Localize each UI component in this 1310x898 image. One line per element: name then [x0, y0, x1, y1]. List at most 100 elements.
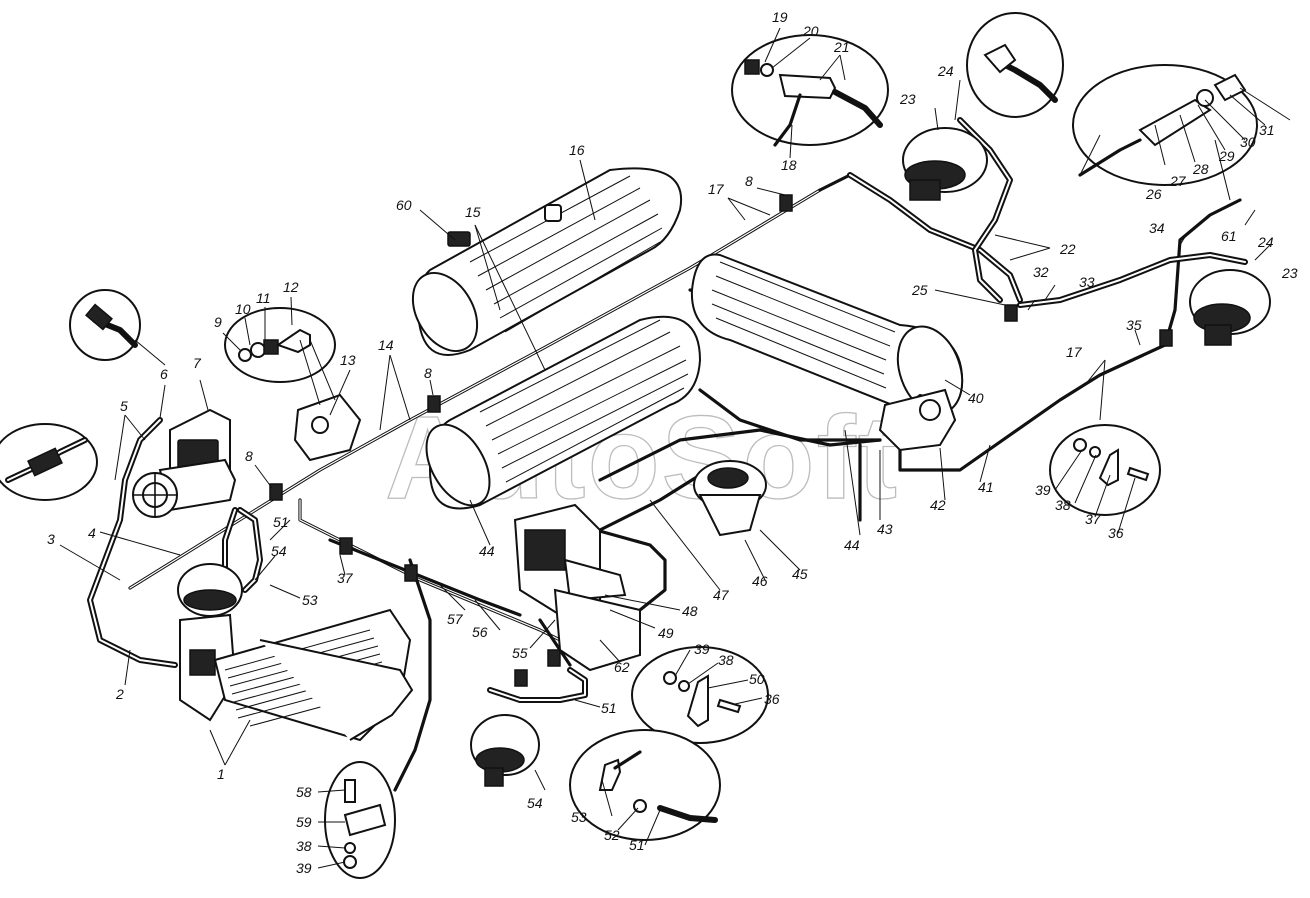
callout-17-top: 17 [708, 181, 725, 197]
callout-16: 16 [569, 142, 585, 158]
callout-43: 43 [877, 521, 893, 537]
callout-23-front: 23 [899, 91, 916, 107]
callout-1: 1 [217, 766, 225, 782]
callout-6: 6 [160, 366, 168, 382]
callout-53-bubble: 53 [571, 809, 587, 825]
callout-18: 18 [781, 157, 797, 173]
callout-38-center: 38 [718, 652, 734, 668]
callout-30: 30 [1240, 134, 1256, 150]
callout-11: 11 [256, 290, 271, 306]
callout-23-rear: 23 [1281, 265, 1298, 281]
air-reservoir-44 [425, 315, 702, 510]
brake-valve [513, 503, 641, 672]
brake-chamber-front-left [177, 563, 243, 722]
callout-60: 60 [396, 197, 412, 213]
callout-8-middle: 8 [424, 365, 432, 381]
callout-numbers: 1 2 3 4 5 6 7 8 8 8 9 10 11 12 13 14 15 … [47, 9, 1298, 876]
callout-7: 7 [193, 355, 202, 371]
callout-13: 13 [340, 352, 356, 368]
callout-33: 33 [1079, 274, 1095, 290]
callout-27: 27 [1169, 173, 1187, 189]
brake-chamber-front-right [902, 127, 988, 201]
callout-57: 57 [447, 611, 464, 627]
callout-3: 3 [47, 531, 55, 547]
callout-61: 61 [1221, 228, 1237, 244]
callout-46: 46 [752, 573, 768, 589]
air-reservoir-16 [411, 167, 683, 356]
callout-38-bottom: 38 [296, 838, 312, 854]
callout-28: 28 [1192, 161, 1209, 177]
callout-36-center: 36 [764, 691, 780, 707]
detail-bubble-51-53 [569, 729, 721, 841]
pressure-regulator [693, 460, 767, 537]
air-dryer-radiator [213, 608, 414, 742]
callout-4: 4 [88, 525, 96, 541]
callout-45: 45 [792, 566, 808, 582]
callout-22: 22 [1059, 241, 1076, 257]
callout-41: 41 [978, 479, 994, 495]
callout-25: 25 [911, 282, 928, 298]
callout-35: 35 [1126, 317, 1142, 333]
callout-51-center: 51 [601, 700, 617, 716]
callout-50: 50 [749, 671, 765, 687]
pipe-clips [269, 194, 1173, 687]
brake-chamber-rear-right [1189, 269, 1271, 346]
callout-54-bottom: 54 [527, 795, 543, 811]
callout-36-right: 36 [1108, 525, 1124, 541]
callout-38-right: 38 [1055, 497, 1071, 513]
callout-37-right: 37 [1085, 511, 1102, 527]
detail-bubble-19-21 [731, 34, 889, 147]
callout-26: 26 [1145, 186, 1162, 202]
callout-14: 14 [378, 337, 394, 353]
callout-54-left: 54 [271, 543, 287, 559]
detail-bubble-3 [0, 423, 98, 501]
detail-bubble-36-39-center [631, 646, 769, 744]
callout-5: 5 [120, 398, 128, 414]
callout-15: 15 [465, 204, 481, 220]
callout-37-left: 37 [337, 570, 354, 586]
detail-bubble-24 [966, 12, 1064, 118]
callout-48: 48 [682, 603, 698, 619]
leader-lines [59, 27, 1291, 869]
callout-42: 42 [930, 497, 946, 513]
callout-31: 31 [1259, 122, 1275, 138]
callout-39-bottom: 39 [296, 860, 312, 876]
detail-bubble-36-39-right [1049, 424, 1161, 516]
callout-53-left: 53 [302, 592, 318, 608]
callout-49: 49 [658, 625, 674, 641]
brake-chamber-rear-left [470, 714, 540, 787]
callout-20: 20 [802, 23, 819, 39]
callout-62: 62 [614, 659, 630, 675]
callout-51-left: 51 [273, 514, 289, 530]
callout-29: 29 [1218, 148, 1235, 164]
callout-44-left: 44 [479, 543, 495, 559]
detail-bubble-38-39-58-59 [324, 761, 396, 879]
callout-12: 12 [283, 279, 299, 295]
air-compressor [132, 408, 237, 518]
callout-17-right: 17 [1066, 344, 1083, 360]
callout-39-right: 39 [1035, 482, 1051, 498]
callout-21: 21 [833, 39, 850, 55]
callout-55: 55 [512, 645, 528, 661]
callout-8-left: 8 [245, 448, 253, 464]
callout-56: 56 [472, 624, 488, 640]
callout-58: 58 [296, 784, 312, 800]
callout-59: 59 [296, 814, 312, 830]
callout-39-center: 39 [694, 641, 710, 657]
callout-9: 9 [214, 314, 222, 330]
detail-bubble-6 [69, 289, 141, 361]
callout-10: 10 [235, 301, 251, 317]
detail-bubble-9-12 [224, 307, 336, 383]
callout-24-front: 24 [937, 63, 954, 79]
callout-2: 2 [115, 686, 124, 702]
callout-24-rear: 24 [1257, 234, 1274, 250]
callout-44-right: 44 [844, 537, 860, 553]
callout-8-right: 8 [745, 173, 753, 189]
callout-32: 32 [1033, 264, 1049, 280]
callout-34: 34 [1149, 220, 1165, 236]
callout-19: 19 [772, 9, 788, 25]
four-way-valve-13 [293, 393, 362, 462]
callout-47: 47 [713, 587, 730, 603]
